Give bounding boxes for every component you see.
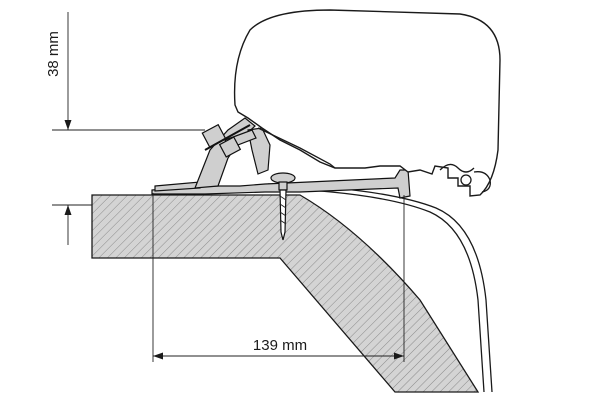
dim-arrow-left [153, 352, 163, 360]
vertical-dimension: 38 mm [45, 12, 205, 245]
dim-label-bg [238, 334, 322, 354]
screw [270, 172, 296, 241]
dim-arrow-right [394, 352, 404, 360]
horizontal-dimension-label: 139 mm [253, 337, 307, 354]
awning-cassette [233, 9, 501, 197]
bolt-and-nut [201, 123, 251, 158]
dim-arrow-down [64, 120, 72, 130]
vertical-dimension-label: 38 mm [45, 31, 62, 77]
horizontal-dimension: 139 mm [152, 193, 405, 362]
dim-arrow-up [64, 205, 72, 215]
roof-beam [91, 194, 480, 393]
